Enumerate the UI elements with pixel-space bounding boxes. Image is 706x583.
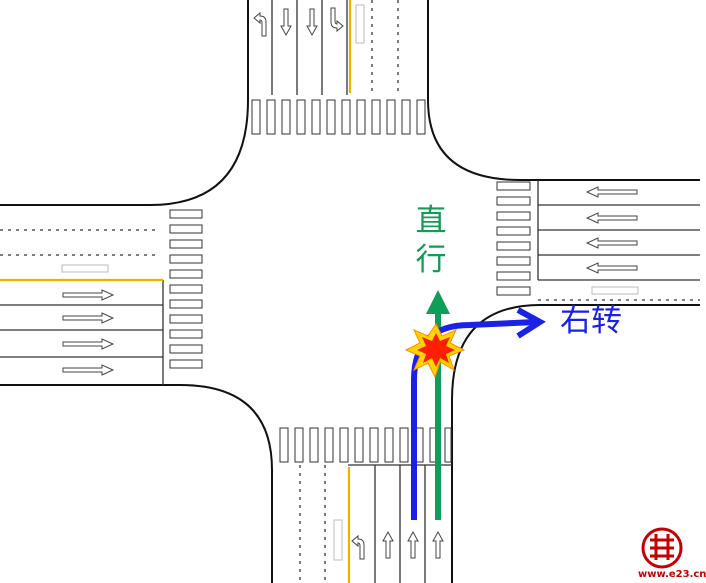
crosswalk-south (279, 427, 452, 463)
south-lanes (299, 464, 452, 583)
lane-arrow-icon (306, 8, 318, 36)
lane-arrow-icon (253, 12, 267, 37)
right-turn-arrow-icon (516, 307, 546, 339)
straight-arrow-icon (426, 290, 450, 314)
right-turn-label: 右转 (560, 303, 622, 339)
lane-arrow-icon (351, 535, 365, 560)
west-lanes (0, 229, 164, 385)
west-median-marker (61, 264, 109, 273)
lane-arrow-icon (432, 531, 444, 559)
lane-arrow-icon (330, 7, 344, 32)
watermark-text: www.e23.cn (638, 569, 706, 580)
north-lane-arrows (253, 7, 344, 37)
north-median-marker (355, 4, 365, 44)
lane-arrow-icon (280, 8, 292, 36)
lane-arrow-icon (382, 531, 394, 559)
east-median-marker (591, 286, 639, 295)
south-lane-arrows (351, 531, 444, 560)
south-median-marker (333, 519, 343, 561)
lane-arrow-icon (407, 531, 419, 559)
road-surface (0, 180, 700, 385)
north-lanes (271, 0, 399, 95)
crosswalk-west (169, 209, 203, 369)
straight-label: 直行 (415, 203, 447, 278)
east-lanes (537, 180, 700, 301)
e23-logo-icon (641, 527, 683, 569)
crosswalk-east (496, 181, 531, 296)
crosswalk-north (251, 99, 426, 135)
collision-burst-icon (404, 323, 466, 379)
